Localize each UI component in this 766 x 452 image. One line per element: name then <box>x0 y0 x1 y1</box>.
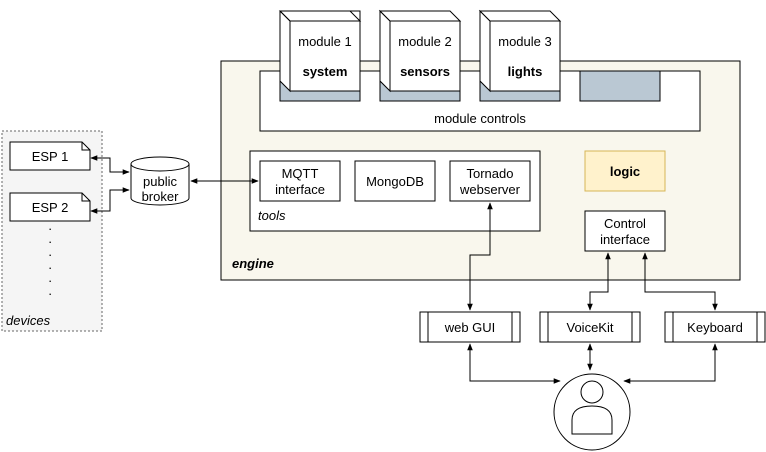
module-1-name: system <box>303 64 348 79</box>
edge-esp2-broker <box>90 187 130 214</box>
edge-control-keyboard <box>642 252 718 311</box>
module-3-title: module 3 <box>498 34 551 49</box>
control-interface-line2: interface <box>600 232 650 247</box>
svg-text:·: · <box>48 234 52 249</box>
keyboard-label: Keyboard <box>687 320 743 335</box>
module-controls-label: module controls <box>434 111 526 126</box>
ellipsis-dots: · · · · · · <box>48 221 52 301</box>
voicekit-label: VoiceKit <box>567 320 614 335</box>
svg-text:·: · <box>48 286 52 301</box>
svg-text:·: · <box>48 273 52 288</box>
control-interface-line1: Control <box>604 216 646 231</box>
tools-label: tools <box>258 208 286 223</box>
mongodb-node <box>354 160 436 202</box>
engine-label: engine <box>232 256 274 271</box>
mqtt-label-line2: interface <box>275 182 325 197</box>
keyboard-node: Keyboard <box>664 311 766 343</box>
edge-esp1-broker <box>90 155 130 175</box>
svg-text:·: · <box>48 247 52 262</box>
control-interface-node <box>584 210 666 252</box>
web-gui-label: web GUI <box>444 320 496 335</box>
web-gui-node: web GUI <box>419 311 521 343</box>
module-3-node: module 3 lights <box>478 9 562 93</box>
esp1-node <box>9 141 91 171</box>
mqtt-interface-node <box>259 160 341 202</box>
devices-group: devices ESP 1 ESP 2 · · · · · · <box>1 130 103 332</box>
edge-webgui-user <box>467 343 561 384</box>
module-1-title: module 1 <box>298 34 351 49</box>
broker-label-line1: public <box>143 174 177 189</box>
tornado-webserver-node <box>449 160 531 202</box>
esp2-node <box>9 192 91 222</box>
tornado-label-line1: Tornado <box>467 166 514 181</box>
module-1-node: module 1 system <box>278 10 362 93</box>
mqtt-label-line1: MQTT <box>282 166 319 181</box>
module-3-name: lights <box>508 64 543 79</box>
voicekit-node: VoiceKit <box>539 311 641 343</box>
module-2-node: module 2 sensors <box>378 9 462 93</box>
esp1-label: ESP 1 <box>32 149 69 164</box>
esp2-label: ESP 2 <box>32 200 69 215</box>
edge-keyboard-user <box>623 343 718 384</box>
logic-node <box>584 150 666 192</box>
broker-label-line2: broker <box>142 189 180 204</box>
logic-label: logic <box>610 164 640 179</box>
module-slot-empty <box>579 70 661 102</box>
mongodb-label: MongoDB <box>366 174 424 189</box>
module-2-name: sensors <box>400 64 450 79</box>
connections <box>90 155 718 384</box>
public-broker-node: public broker <box>130 156 190 206</box>
module-2-title: module 2 <box>398 34 451 49</box>
edge-control-voicekit <box>587 252 611 311</box>
tornado-label-line2: webserver <box>459 182 521 197</box>
devices-label: devices <box>6 313 51 328</box>
edge-tornado-webgui <box>467 202 493 311</box>
svg-text:·: · <box>48 221 52 236</box>
svg-text:·: · <box>48 260 52 275</box>
user-icon <box>553 373 631 451</box>
